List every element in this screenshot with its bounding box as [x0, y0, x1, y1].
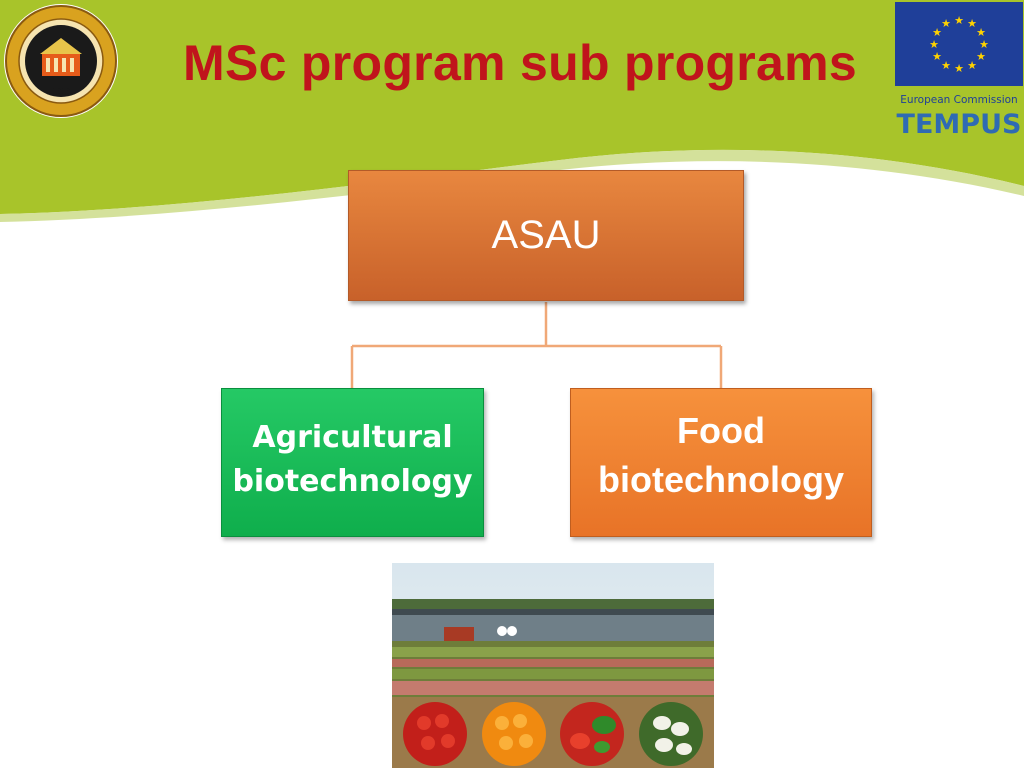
seal-year: 1919	[52, 86, 71, 96]
org-node-root: ASAU	[348, 170, 744, 301]
tomatoes-icon	[403, 702, 467, 766]
eggplants-icon	[639, 702, 703, 766]
svg-text:★: ★	[932, 26, 942, 39]
org-node-agricultural: Agricultural biotechnology	[221, 388, 484, 537]
svg-text:★: ★	[929, 38, 939, 51]
svg-text:★: ★	[976, 50, 986, 63]
svg-text:★: ★	[932, 50, 942, 63]
peppers-icon	[560, 702, 624, 766]
university-seal-logo: 1919	[4, 4, 118, 118]
greenhouse-produce-photo	[392, 563, 714, 768]
org-node-food: Food biotechnology	[570, 388, 872, 537]
tempus-eu-logo: ★ ★ ★ ★ ★ ★ ★ ★ ★ ★ ★ ★ European Commiss…	[895, 2, 1023, 140]
header-banner	[0, 0, 1024, 222]
oranges-icon	[482, 702, 546, 766]
svg-text:★: ★	[954, 62, 964, 75]
tempus-text: TEMPUS	[897, 109, 1022, 140]
svg-text:★: ★	[941, 17, 951, 30]
svg-text:★: ★	[954, 14, 964, 27]
svg-text:★: ★	[976, 26, 986, 39]
svg-text:★: ★	[967, 17, 977, 30]
org-node-agricultural-label: Agricultural biotechnology	[232, 420, 473, 499]
org-node-food-label: Food biotechnology	[598, 409, 844, 500]
eu-stars-icon: ★ ★ ★ ★ ★ ★ ★ ★ ★ ★ ★ ★	[929, 14, 989, 75]
org-node-root-label: ASAU	[491, 213, 601, 257]
eu-commission-text: European Commission	[900, 94, 1017, 106]
svg-text:★: ★	[941, 59, 951, 72]
svg-text:★: ★	[967, 59, 977, 72]
svg-text:★: ★	[979, 38, 989, 51]
slide-title: MSc program sub programs	[183, 35, 857, 91]
